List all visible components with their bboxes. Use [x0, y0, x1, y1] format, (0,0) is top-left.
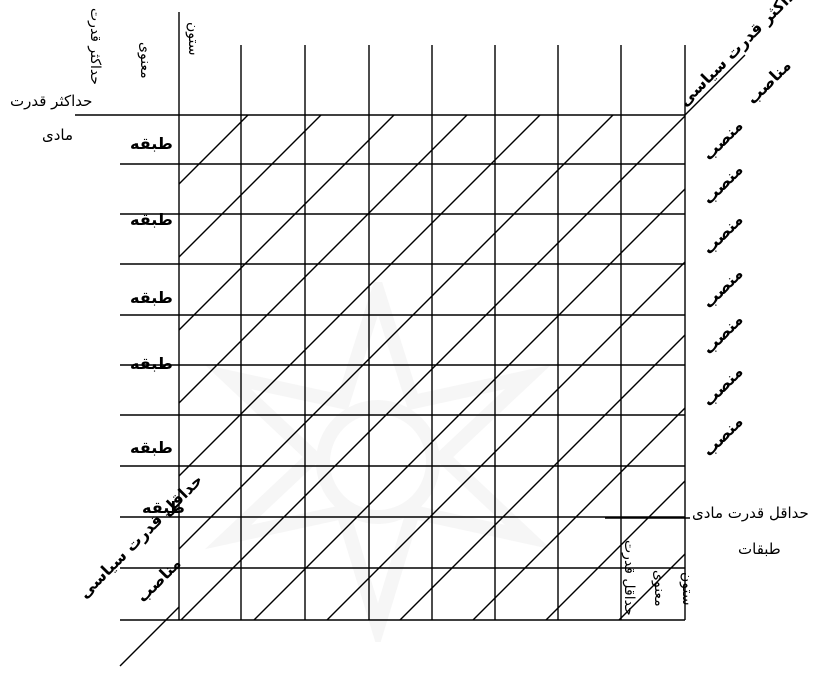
max-material-power-label: حداکثر قدرت: [10, 94, 92, 109]
position-diagonal-line: [179, 115, 613, 549]
layer-label-5: طبقه: [130, 440, 173, 456]
layer-label-2: طبقه: [130, 212, 173, 228]
position-diagonal-line: [179, 115, 394, 330]
layer-label-4: طبقه: [130, 356, 173, 372]
column-label-bottom: ستون: [680, 572, 694, 605]
spiritual-label: معنوی: [138, 42, 152, 79]
column-lines: [179, 12, 685, 620]
column-label: ستون: [186, 22, 200, 55]
position-diagonal-line: [181, 116, 685, 620]
min-spiritual-power-label: حداقل قدرت: [622, 540, 636, 616]
layer-label-1: طبقه: [130, 136, 173, 152]
position-diagonal-line: [120, 607, 179, 666]
position-diagonal-line: [179, 115, 467, 403]
max-spiritual-power-label: حداکثر قدرت: [88, 8, 102, 85]
position-diagonal-line: [179, 115, 540, 476]
spiritual-label-bottom: معنوی: [652, 570, 666, 607]
position-diagonal-line: [179, 115, 248, 184]
layer-label-3: طبقه: [130, 290, 173, 306]
position-diagonal-line: [179, 115, 321, 257]
material-label: مادی: [42, 128, 73, 143]
layers-label: طبقات: [738, 542, 781, 557]
position-diagonal-line: [400, 335, 685, 620]
min-material-power-label: حداقل قدرت مادی: [692, 506, 809, 521]
